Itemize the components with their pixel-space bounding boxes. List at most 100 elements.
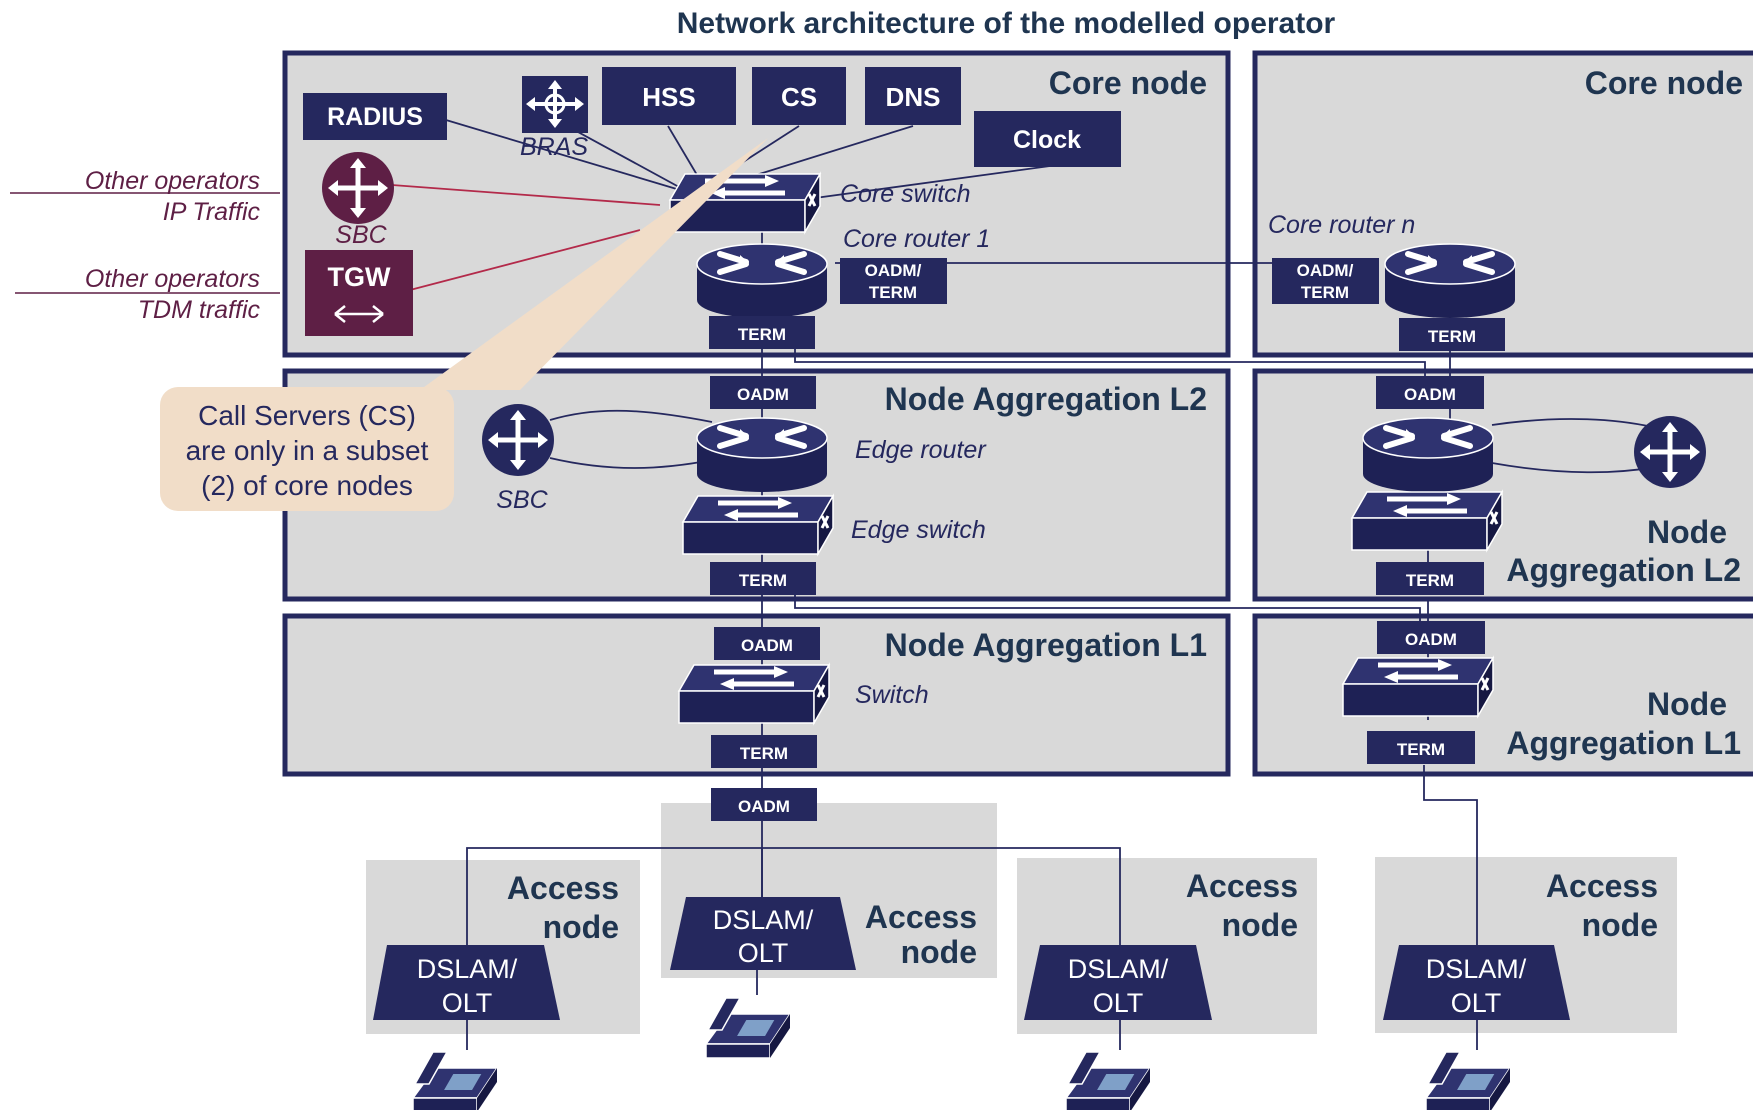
oadm-l2-left-label: OADM — [737, 385, 789, 404]
edge-switch-label: Edge switch — [851, 516, 986, 544]
other-tdm-line1: Other operators — [85, 265, 260, 293]
agg-l2-right-title-1: Node — [1647, 514, 1727, 550]
dns-label: DNS — [886, 82, 941, 112]
switch-l1-label: Switch — [855, 681, 929, 709]
hss-label: HSS — [642, 82, 695, 112]
diagram-title: Network architecture of the modelled ope… — [677, 7, 1336, 40]
oadm-term-left-l2: TERM — [869, 283, 917, 302]
access-3-line1: Access — [1186, 868, 1298, 904]
sbc-core-label: SBC — [335, 221, 387, 249]
edge-router-right-icon — [1363, 418, 1493, 492]
other-ip-line2: IP Traffic — [163, 198, 261, 226]
oadm-l2-left: OADM — [710, 376, 816, 409]
dslam-4-l2: OLT — [1451, 988, 1502, 1018]
agg-l1-right-title-2: Aggregation L1 — [1506, 725, 1741, 761]
phone-3-icon — [1065, 1051, 1151, 1110]
oadm-l1-right: OADM — [1377, 621, 1485, 654]
dslam-1: DSLAM/ OLT — [373, 945, 560, 1020]
bras-node: BRAS — [520, 76, 588, 161]
term-core-right-label: TERM — [1428, 327, 1476, 346]
tgw-box: TGW — [305, 250, 413, 336]
oadm-access: OADM — [711, 788, 817, 821]
callout-line2: are only in a subset — [186, 435, 429, 466]
oadm-term-right-l1: OADM/ — [1297, 261, 1354, 280]
oadm-l1-left: OADM — [714, 627, 820, 660]
dslam-3-l2: OLT — [1093, 988, 1144, 1018]
oadm-access-label: OADM — [738, 797, 790, 816]
bras-label: BRAS — [520, 133, 588, 161]
dslam-4-l1: DSLAM/ — [1426, 954, 1527, 984]
term-l2-right: TERM — [1376, 562, 1484, 595]
term-l2-left-label: TERM — [739, 571, 787, 590]
edge-router-label: Edge router — [855, 436, 987, 464]
oadm-l1-left-label: OADM — [741, 636, 793, 655]
other-ip-line1: Other operators — [85, 167, 260, 195]
dslam-4: DSLAM/ OLT — [1383, 945, 1570, 1020]
dslam-1-l1: DSLAM/ — [417, 954, 518, 984]
agg-l1-right-title-1: Node — [1647, 686, 1727, 722]
access-1-line1: Access — [507, 870, 619, 906]
agg-l1-right-panel — [1252, 613, 1753, 777]
hss-box: HSS — [602, 67, 736, 125]
edge-router-icon — [697, 418, 827, 492]
sbc-l2-right-icon — [1634, 416, 1706, 488]
dslam-2: DSLAM/ OLT — [670, 897, 856, 970]
agg-l2-left-title: Node Aggregation L2 — [885, 381, 1207, 417]
term-core-right: TERM — [1399, 318, 1505, 351]
access-2-line2: node — [901, 934, 977, 970]
operator-links — [391, 184, 661, 291]
term-l1-left-label: TERM — [740, 744, 788, 763]
access-2-line1: Access — [865, 899, 977, 935]
core-router-n-label: Core router n — [1268, 211, 1415, 239]
dslam-1-l2: OLT — [442, 988, 493, 1018]
dslam-2-l2: OLT — [738, 938, 789, 968]
access-1-line2: node — [543, 909, 619, 945]
callout-line3: (2) of core nodes — [201, 470, 413, 501]
term-l1-left: TERM — [711, 735, 817, 768]
radius-label: RADIUS — [327, 103, 423, 131]
region-panels — [282, 50, 1753, 777]
oadm-l2-right-label: OADM — [1404, 385, 1456, 404]
dslam-3: DSLAM/ OLT — [1024, 945, 1212, 1020]
edge-switch-icon — [683, 496, 833, 554]
core-router-1-label: Core router 1 — [843, 225, 990, 253]
oadm-term-left-l1: OADM/ — [865, 261, 922, 280]
term-l1-right-label: TERM — [1397, 740, 1445, 759]
core-router-1-icon — [697, 244, 827, 318]
term-l1-right: TERM — [1367, 731, 1475, 764]
callout-line1: Call Servers (CS) — [198, 400, 416, 431]
cs-callout: Call Servers (CS) are only in a subset (… — [160, 138, 768, 511]
term-core-left-label: TERM — [738, 325, 786, 344]
sbc-l2-label: SBC — [496, 486, 548, 514]
core-router-n-icon — [1385, 244, 1515, 318]
access-4-line2: node — [1582, 907, 1658, 943]
access-3-line2: node — [1222, 907, 1298, 943]
dns-box: DNS — [865, 67, 961, 125]
sbc-l2-icon — [482, 404, 554, 476]
clock-label: Clock — [1013, 126, 1081, 154]
phone-2-icon — [705, 997, 791, 1059]
external-lines — [10, 192, 280, 294]
core-node-left-title: Core node — [1049, 65, 1207, 101]
core-switch-label: Core switch — [840, 180, 971, 208]
core-node-right-title: Core node — [1585, 65, 1743, 101]
phone-4-icon — [1425, 1051, 1511, 1110]
clock-box: Clock — [974, 111, 1121, 167]
cs-label: CS — [781, 82, 817, 112]
radius-box: RADIUS — [303, 93, 447, 140]
oadm-term-right: OADM/ TERM — [1272, 258, 1379, 304]
oadm-term-right-l2: TERM — [1301, 283, 1349, 302]
agg-l1-left-title: Node Aggregation L1 — [885, 627, 1207, 663]
access-4-line1: Access — [1546, 868, 1658, 904]
term-l2-left: TERM — [710, 562, 816, 595]
oadm-l2-right: OADM — [1376, 376, 1484, 409]
term-core-left: TERM — [709, 316, 815, 349]
sbc-core-icon — [322, 152, 394, 224]
phone-1-icon — [412, 1051, 498, 1110]
oadm-term-left: OADM/ TERM — [840, 258, 947, 304]
cs-box: CS — [752, 67, 846, 125]
dslam-2-l1: DSLAM/ — [713, 905, 814, 935]
other-tdm-line2: TDM traffic — [138, 296, 261, 324]
switch-l1-icon — [679, 665, 829, 723]
